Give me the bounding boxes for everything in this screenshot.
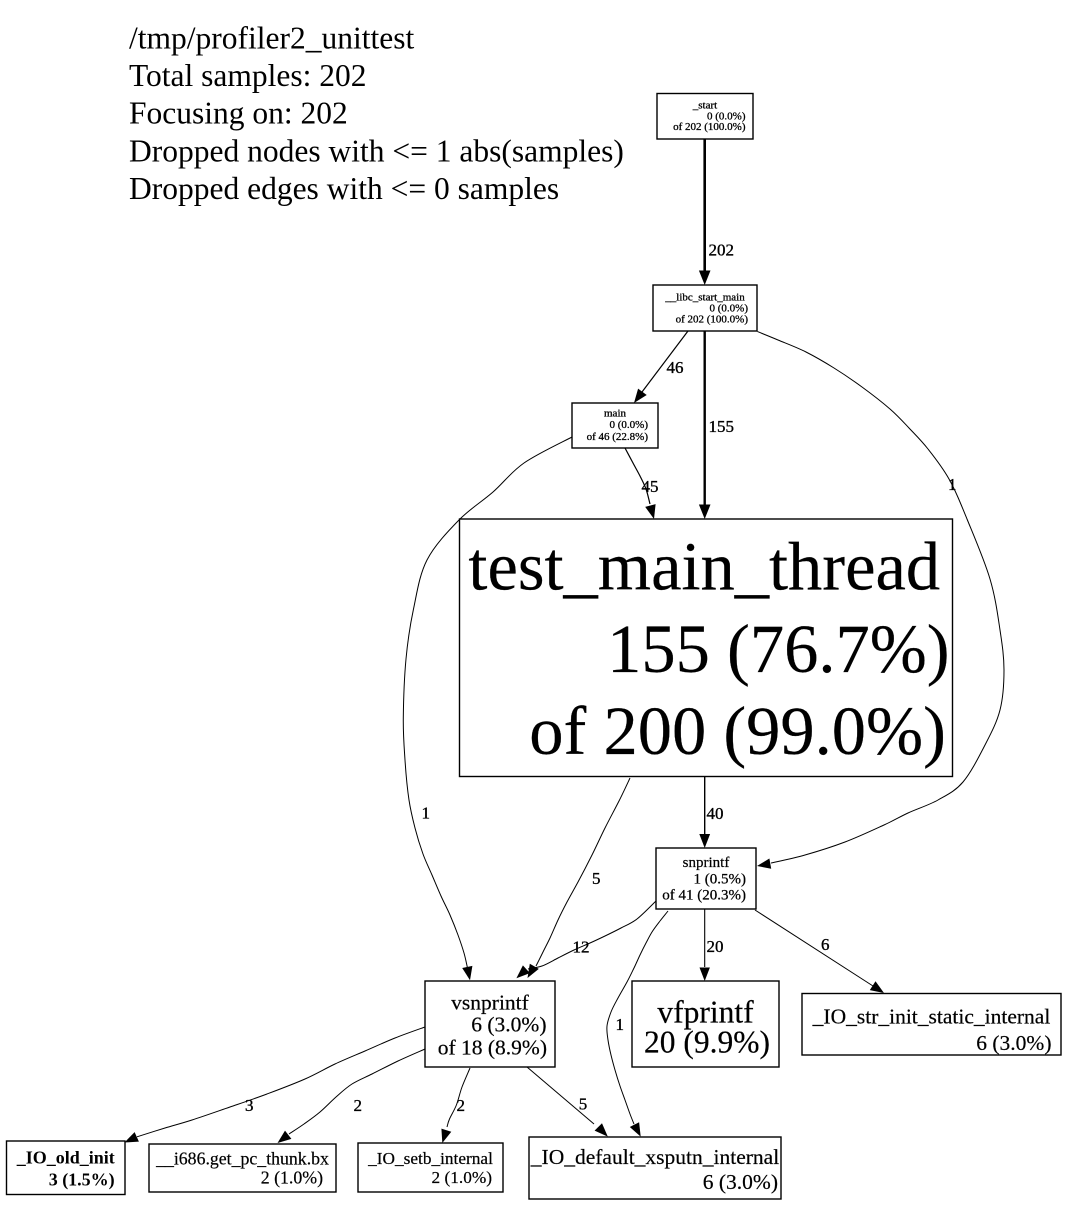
- svg-text:6: 6: [821, 935, 830, 954]
- svg-text:_IO_setb_internal: _IO_setb_internal: [367, 1149, 493, 1168]
- svg-text:2 (1.0%): 2 (1.0%): [432, 1168, 492, 1187]
- svg-text:of 200 (99.0%): of 200 (99.0%): [529, 693, 946, 769]
- svg-text:3 (1.5%): 3 (1.5%): [49, 1170, 115, 1191]
- svg-text:6 (3.0%): 6 (3.0%): [471, 1013, 546, 1037]
- svg-text:20 (9.9%): 20 (9.9%): [644, 1025, 770, 1060]
- svg-text:main: main: [604, 407, 626, 419]
- svg-text:_IO_str_init_static_internal: _IO_str_init_static_internal: [812, 1004, 1051, 1028]
- svg-text:2: 2: [354, 1096, 363, 1115]
- svg-text:5: 5: [579, 1095, 588, 1114]
- svg-text:_IO_old_init: _IO_old_init: [16, 1148, 115, 1168]
- svg-text:vsnprintf: vsnprintf: [451, 991, 529, 1015]
- svg-text:of 46 (22.8%): of 46 (22.8%): [587, 431, 649, 443]
- svg-text:Dropped edges with <= 0 sample: Dropped edges with <= 0 samples: [129, 171, 559, 206]
- svg-text:40: 40: [707, 804, 724, 823]
- svg-text:of 202 (100.0%): of 202 (100.0%): [673, 121, 746, 133]
- svg-text:vfprintf: vfprintf: [657, 994, 754, 1029]
- svg-text:of 202 (100.0%): of 202 (100.0%): [676, 314, 749, 326]
- svg-text:Dropped nodes with <= 1 abs(sa: Dropped nodes with <= 1 abs(samples): [129, 133, 624, 168]
- svg-text:2: 2: [457, 1096, 466, 1115]
- svg-text:/tmp/profiler2_unittest: /tmp/profiler2_unittest: [129, 21, 414, 56]
- svg-text:1: 1: [422, 804, 431, 823]
- svg-text:1 (0.5%): 1 (0.5%): [694, 871, 747, 887]
- svg-text:Focusing on: 202: Focusing on: 202: [129, 96, 348, 131]
- svg-text:6 (3.0%): 6 (3.0%): [703, 1170, 778, 1194]
- svg-text:__i686.get_pc_thunk.bx: __i686.get_pc_thunk.bx: [155, 1148, 329, 1168]
- svg-text:45: 45: [642, 477, 659, 496]
- svg-text:12: 12: [573, 938, 590, 957]
- svg-text:1: 1: [948, 475, 957, 494]
- svg-text:1: 1: [616, 1015, 625, 1034]
- svg-text:of 41 (20.3%): of 41 (20.3%): [662, 888, 746, 904]
- svg-text:46: 46: [667, 358, 684, 377]
- svg-text:0 (0.0%): 0 (0.0%): [710, 303, 749, 315]
- svg-text:Total samples: 202: Total samples: 202: [129, 58, 367, 93]
- svg-text:2 (1.0%): 2 (1.0%): [261, 1167, 323, 1188]
- svg-text:of 18 (8.9%): of 18 (8.9%): [438, 1036, 547, 1060]
- svg-text:test_main_thread: test_main_thread: [468, 529, 940, 605]
- svg-text:3: 3: [245, 1096, 254, 1115]
- svg-text:_start: _start: [692, 100, 717, 112]
- svg-text:155 (76.7%): 155 (76.7%): [607, 611, 949, 687]
- svg-text:_IO_default_xsputn_internal: _IO_default_xsputn_internal: [530, 1145, 779, 1169]
- svg-text:0 (0.0%): 0 (0.0%): [610, 419, 649, 431]
- svg-text:202: 202: [709, 241, 735, 260]
- svg-text:6 (3.0%): 6 (3.0%): [976, 1031, 1051, 1055]
- svg-text:20: 20: [707, 937, 724, 956]
- svg-text:__libc_start_main: __libc_start_main: [664, 291, 745, 303]
- svg-text:5: 5: [592, 869, 601, 888]
- svg-text:snprintf: snprintf: [683, 855, 730, 871]
- svg-text:0 (0.0%): 0 (0.0%): [707, 110, 746, 122]
- svg-text:155: 155: [709, 417, 735, 436]
